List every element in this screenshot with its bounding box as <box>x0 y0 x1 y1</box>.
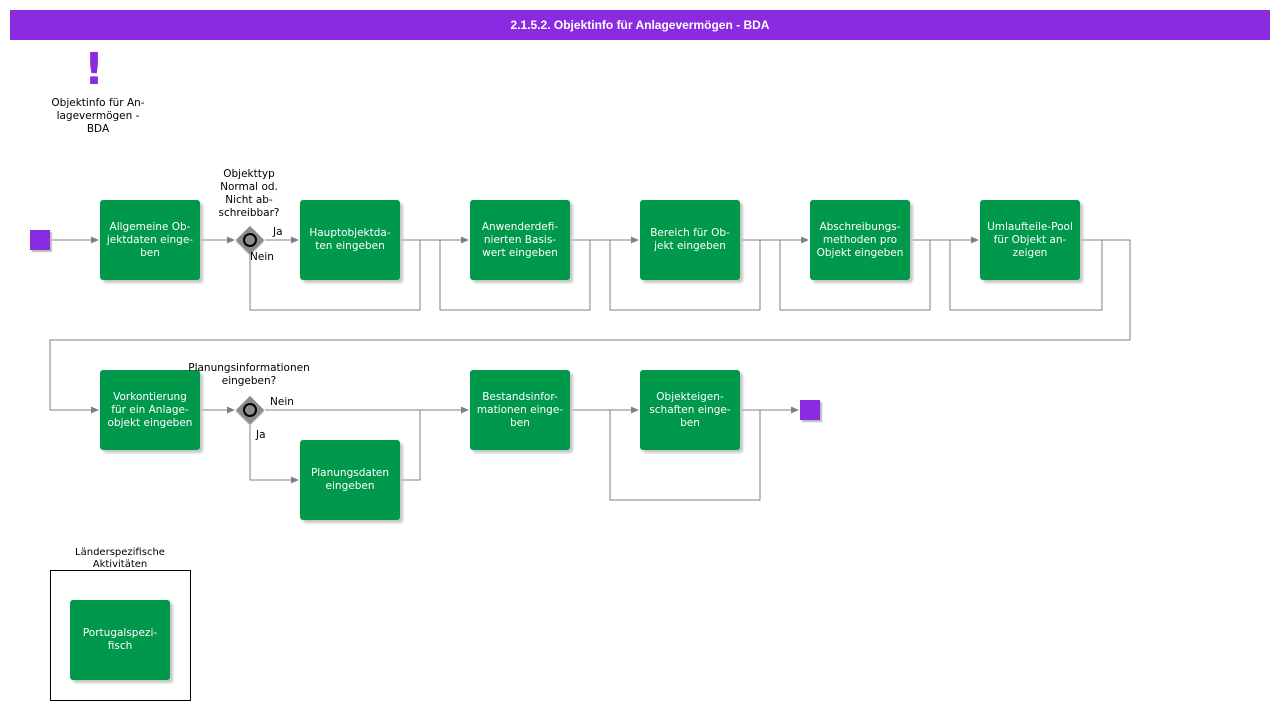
task-label: Anwenderdefi- nierten Basis- wert eingeb… <box>481 220 559 259</box>
group-title: Länderspezifische Aktivitäten <box>75 547 165 569</box>
task-label: Hauptobjektda- ten eingeben <box>309 227 391 252</box>
task-portugal-specific[interactable]: Portugalspezi- fisch <box>70 600 170 680</box>
task-label: Portugalspezi- fisch <box>82 627 158 652</box>
start-event[interactable] <box>30 230 50 250</box>
task-planning-data[interactable]: Planungsdaten eingeben <box>300 440 400 520</box>
task-label: Planungsdaten eingeben <box>310 467 390 492</box>
trigger-label: Objektinfo für An- lagevermögen - BDA <box>51 97 145 135</box>
task-label: Vorkontierung für ein Anlage- objekt ein… <box>107 390 193 429</box>
task-object-area[interactable]: Bereich für Ob- jekt eingeben <box>640 200 740 280</box>
task-object-properties[interactable]: Objekteigen- schaften einge- ben <box>640 370 740 450</box>
task-main-object-data[interactable]: Hauptobjektda- ten eingeben <box>300 200 400 280</box>
task-account-assignment[interactable]: Vorkontierung für ein Anlage- objekt ein… <box>100 370 200 450</box>
flow-planning-join <box>400 410 421 481</box>
exclamation-icon: ! <box>84 44 105 95</box>
gateway-no-label: Nein <box>270 396 294 408</box>
gateway-yes-label: Ja <box>273 226 283 238</box>
task-label: Abschreibungs- methoden pro Objekt einge… <box>816 220 904 259</box>
diagram-title: 2.1.5.2. Objektinfo für Anlagevermögen -… <box>10 10 1270 40</box>
task-label: Allgemeine Ob- jektdaten einge- ben <box>106 220 194 259</box>
flow-skip-depreciation <box>760 239 931 311</box>
task-label: Bestandsinfor- mationen einge- ben <box>476 390 564 429</box>
flow-gateway-yes-2 <box>249 425 299 484</box>
flow-skip-area <box>590 239 761 311</box>
task-general-object-data[interactable]: Allgemeine Ob- jektdaten einge- ben <box>100 200 200 280</box>
country-specific-group <box>50 570 191 701</box>
end-event[interactable] <box>800 400 820 420</box>
task-current-parts-pool[interactable]: Umlaufteile-Pool für Objekt an- zeigen <box>980 200 1080 280</box>
gateway-question-object-type: Objekttyp Normal od. Nicht ab- schreibba… <box>218 168 280 219</box>
task-inventory-information[interactable]: Bestandsinfor- mationen einge- ben <box>470 370 570 450</box>
gateway-yes-label: Ja <box>256 429 266 441</box>
task-label: Umlaufteile-Pool für Objekt an- zeigen <box>987 220 1073 259</box>
gateway-question-planning: Planungsinformationen eingeben? <box>188 362 310 387</box>
task-label: Bereich für Ob- jekt eingeben <box>650 227 730 252</box>
flow-gateway-no-loop <box>249 240 421 311</box>
flow-skip-user <box>420 239 591 311</box>
task-label: Objekteigen- schaften einge- ben <box>649 390 731 429</box>
flow-row-wrap <box>49 239 1131 414</box>
task-user-defined-base-value[interactable]: Anwenderdefi- nierten Basis- wert eingeb… <box>470 200 570 280</box>
gateway-no-label: Nein <box>250 251 274 263</box>
task-depreciation-methods[interactable]: Abschreibungs- methoden pro Objekt einge… <box>810 200 910 280</box>
gateway-planning-marker <box>243 403 257 417</box>
flow-skip-pool <box>930 239 1103 311</box>
flow-skip-properties <box>609 410 761 501</box>
gateway-object-type-marker <box>243 233 257 247</box>
